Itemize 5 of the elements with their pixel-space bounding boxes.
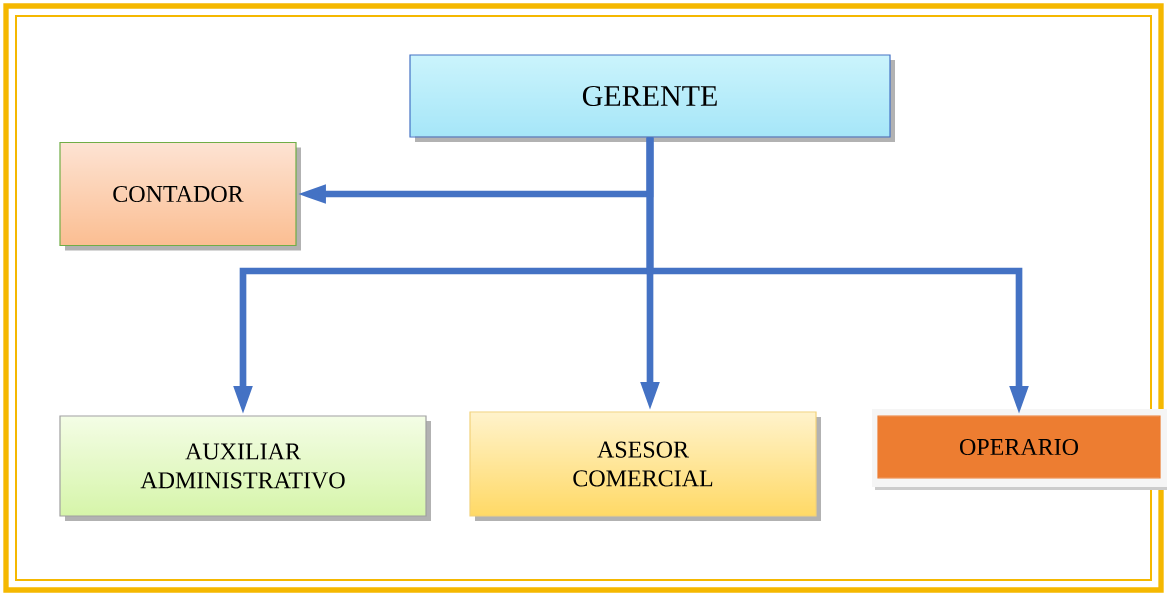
org-box: ASESOR COMERCIAL xyxy=(469,411,821,521)
org-box: OPERARIO xyxy=(872,409,1167,490)
org-box: AUXILIAR ADMINISTRATIVO xyxy=(59,415,431,521)
org-box: GERENTE xyxy=(409,54,895,142)
org-box: CONTADOR xyxy=(59,141,301,251)
